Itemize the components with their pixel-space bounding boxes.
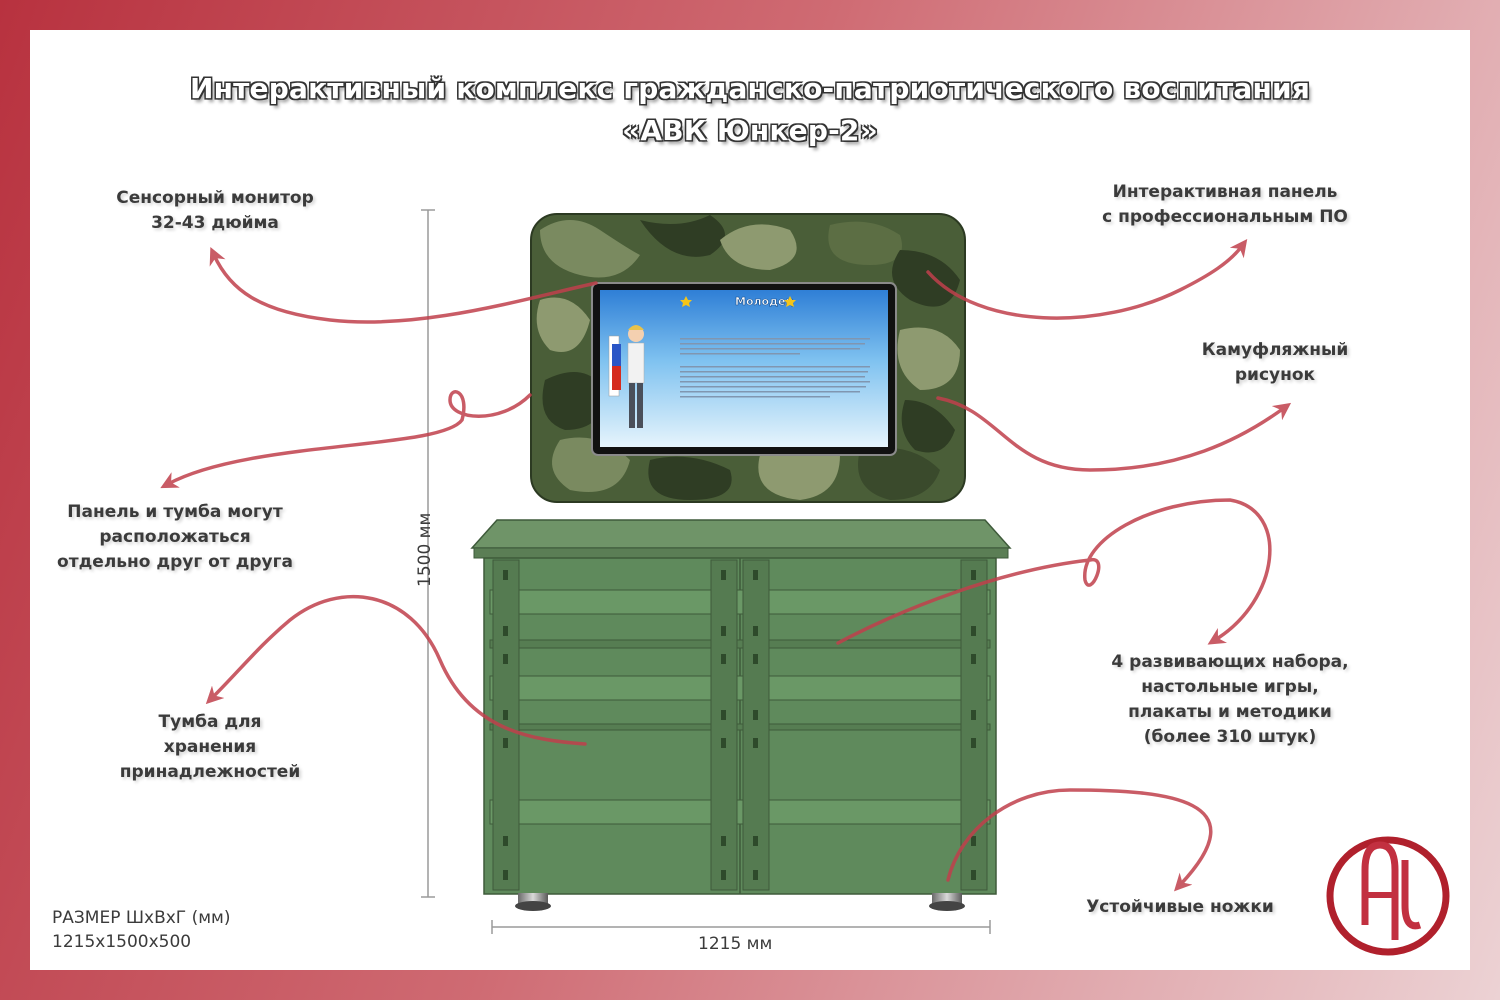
cabinet-legs [515,893,965,911]
cabinet-slats [489,589,991,825]
size-value: 1215x1500x500 [52,932,192,952]
bolt-icon [503,570,976,880]
title-line-2: «АВК Юнкер-2» [622,114,878,147]
callout-sets: 4 развивающих набора,настольные игры,пла… [1111,652,1349,747]
width-dimension-label: 1215 мм [698,934,773,954]
screen-header: Молодец [735,295,794,308]
touch-monitor: Молодец [591,282,897,456]
logo-av-icon [1326,836,1450,956]
storage-cabinet [470,519,1012,911]
width-dimension-line [491,920,991,934]
callout-legs: Устойчивые ножки [1086,897,1274,917]
height-dimension-line [421,209,435,898]
title-line-1: Интерактивный комплекс гражданско-патрио… [189,72,1311,105]
arrow-icon [160,239,1292,892]
screen-text-lines [680,338,870,398]
height-dimension-label: 1500 мм [415,512,435,587]
star-icon [680,296,796,307]
size-label: РАЗМЕР ШхВхГ (мм) [52,908,231,928]
cabinet-posts [492,559,988,891]
boy-with-flag-icon [608,325,645,428]
